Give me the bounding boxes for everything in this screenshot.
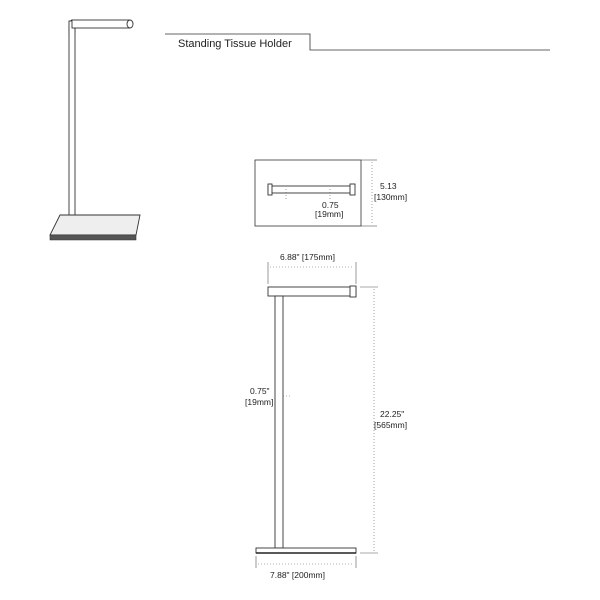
front-post	[274, 295, 284, 549]
thumb-arm-end	[126, 19, 134, 29]
top-view-rod-value: 0.75	[322, 200, 339, 210]
top-view-rod-metric: [19mm]	[315, 209, 343, 219]
front-width-value: 6.88" [175mm]	[280, 252, 335, 262]
front-height-value: 22.25"	[380, 409, 404, 419]
top-view: 0.75 [19mm] 5.13 [130mm]	[254, 159, 407, 227]
top-view-arm-cap	[349, 183, 356, 196]
front-post-value: 0.75"	[250, 386, 270, 396]
title-block: Standing Tissue Holder	[165, 33, 550, 51]
product-thumbnail	[49, 19, 141, 241]
page-title: Standing Tissue Holder	[178, 38, 292, 50]
top-view-arm	[267, 185, 355, 194]
front-arm-cap	[349, 285, 357, 298]
thumb-base-edge	[49, 234, 137, 241]
top-view-frame	[254, 159, 362, 227]
front-base	[255, 547, 357, 554]
front-arm	[267, 286, 357, 297]
title-rule	[165, 33, 550, 51]
top-view-post	[267, 183, 273, 196]
top-view-depth-metric: [130mm]	[374, 192, 407, 202]
front-view: 6.88" [175mm] 0.75" [19mm] 22.25" [565mm…	[245, 252, 407, 580]
top-view-depth-value: 5.13	[380, 181, 397, 191]
front-base-width-value: 7.88" [200mm]	[270, 570, 325, 580]
thumb-base	[49, 214, 141, 236]
front-post-metric: [19mm]	[245, 397, 273, 407]
thumb-arm	[71, 19, 131, 29]
thumb-post	[68, 20, 76, 231]
front-height-metric: [565mm]	[374, 420, 407, 430]
